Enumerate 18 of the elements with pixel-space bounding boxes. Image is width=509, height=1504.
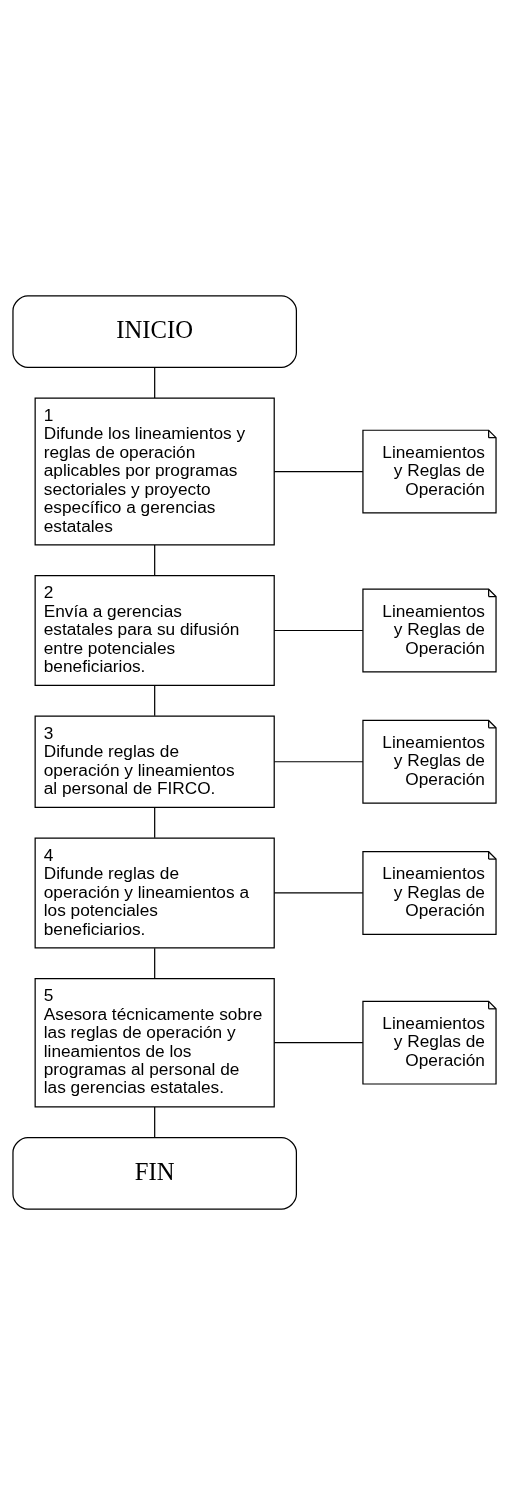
connector <box>154 947 156 979</box>
connector <box>154 684 156 716</box>
node-box: 4 Difunde reglas de operación y lineamientos a los potenciales beneficiarios. <box>34 837 275 948</box>
node-box: 3 Difunde reglas de operación y lineamientos al personal de FIRCO. <box>34 715 275 808</box>
connector <box>273 470 364 472</box>
connector <box>273 629 364 631</box>
connector <box>273 1041 364 1043</box>
node-box: 1 Difunde los lineamientos y reglas de operación aplicables por programas sectoriales y proyecto específico a gerencias estatales <box>34 397 275 545</box>
connector <box>273 760 364 762</box>
connector <box>154 806 156 838</box>
node-box: INICIO <box>12 294 297 368</box>
connector <box>273 891 364 894</box>
connector <box>154 1105 156 1138</box>
node-box: 5 Asesora técnicamente sobre las reglas de operación y lineamientos de los programas al personal de las gerencias estatales. <box>34 977 275 1107</box>
node-box: 2 Envía a gerencias estatales para su difusión entre potenciales beneficiarios. <box>34 574 275 686</box>
connector <box>154 543 156 576</box>
node-box: FIN <box>12 1136 297 1210</box>
connector <box>154 366 156 399</box>
